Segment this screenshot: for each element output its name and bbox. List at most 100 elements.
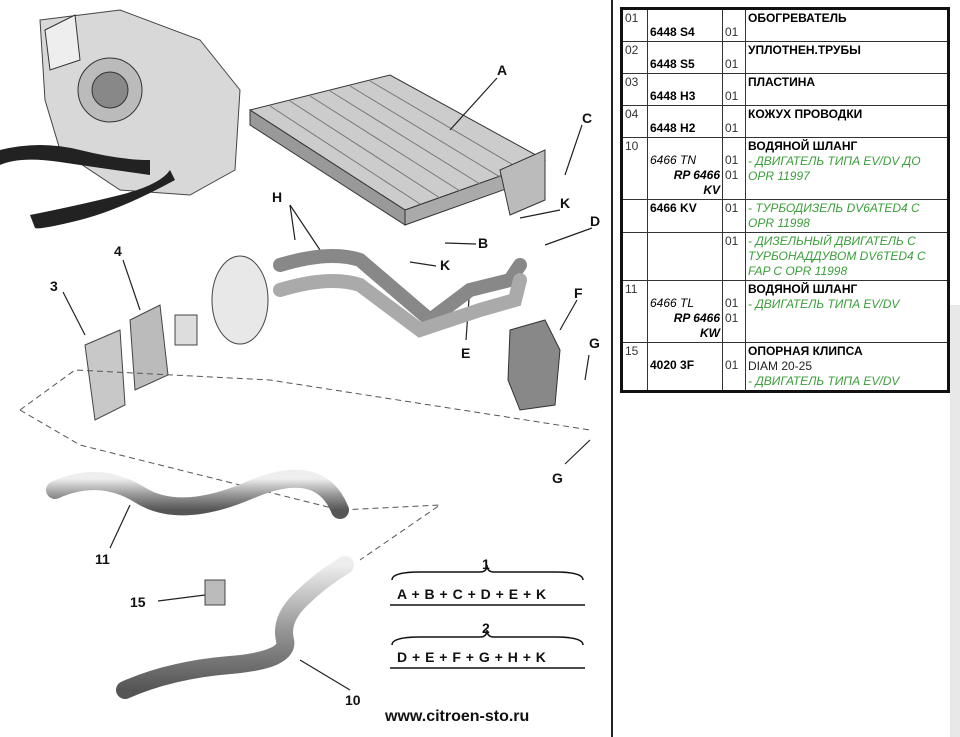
row-index-text: 10 [625,139,639,153]
part-code-text: 6448 H3 [650,89,696,103]
quantity: 01 [722,8,746,42]
formula-set-2: D + E + F + G + H + K [397,649,547,665]
part-title: ВОДЯНОЙ ШЛАНГ [748,139,858,153]
part-note: - ДВИГАТЕЛЬ ТИПА EV/DV ДО OPR 11997 [748,154,921,183]
part-title: ОБОГРЕВАТЕЛЬ [748,11,847,25]
part-note: - ДВИГАТЕЛЬ ТИПА EV/DV [748,374,900,388]
part-description: - ДИЗЕЛЬНЫЙ ДВИГАТЕЛЬ С ТУРБОНАДДУВОМ DV… [745,232,949,281]
row-index: 02 [621,41,648,74]
label-g-top: G [589,335,600,351]
quantity-text: 01 [725,25,739,39]
quantity-text: 01 [725,311,739,325]
part-code-text: 6448 H2 [650,121,696,135]
part-code-text: KV [703,183,720,197]
part-code-text: RP 6466 [673,168,720,182]
parts-row[interactable]: 6466 KV 01 - ТУРБОДИЗЕЛЬ DV6ATED4 С OPR 11… [621,199,949,233]
part-code-text: 4020 3F [650,358,695,372]
row-index-text: 01 [625,11,639,25]
part-description: УПЛОТНЕН.ТРУБЫ [745,41,949,74]
row-index: 03 [621,73,648,106]
row-index: 10 [621,137,648,200]
quantity-text: 01 [725,89,739,103]
parts-row[interactable]: 04 6448 H2 01 КОЖУХ ПРОВОДКИ [621,105,949,138]
part-title: ВОДЯНОЙ ШЛАНГ [748,282,858,296]
quantity: 01 [722,41,746,74]
quantity-text: 01 [725,234,739,248]
exploded-diagram: A C K D B K H F G G E 3 4 11 15 10 1 2 A… [0,0,613,737]
part-note: DIAM 20-25 [748,359,813,373]
label-4: 4 [114,243,122,259]
row-index: 04 [621,105,648,138]
row-index-text: 04 [625,107,639,121]
label-k-mid: K [440,257,451,273]
label-3: 3 [50,278,58,294]
label-set-1: 1 [482,556,490,572]
part-code: 6448 S4 [647,8,723,42]
part-description: КОЖУХ ПРОВОДКИ [745,105,949,138]
formula-set-1: A + B + C + D + E + K [397,586,547,602]
heater-core [248,74,547,226]
label-f: F [574,285,583,301]
quantity: 01 [722,105,746,138]
row-index: 11 [621,280,648,343]
part-code-text: 6448 S4 [650,25,695,39]
part-note: - ТУРБОДИЗЕЛЬ DV6ATED4 С OPR 11998 [748,201,920,230]
label-10: 10 [345,692,361,708]
source-url: www.citroen-sto.ru [385,708,530,725]
parts-row[interactable]: 02 6448 S5 01 УПЛОТНЕН.ТРУБЫ [621,41,949,74]
part-title: ПЛАСТИНА [748,75,816,89]
quantity-text: 01 [725,153,739,167]
quantity: 01 [722,199,746,233]
row-index: 01 [621,8,648,42]
label-h: H [272,189,283,205]
quantity: 01 [722,232,746,281]
part-note: - ДВИГАТЕЛЬ ТИПА EV/DV [748,297,900,311]
label-g-bottom: G [552,470,563,486]
quantity-text: 01 [725,57,739,71]
row-index: 15 [621,342,648,392]
row-index-text: 03 [625,75,639,89]
quantity: 01 [722,73,746,106]
part-code: 4020 3F [647,342,723,392]
row-index-text: 02 [625,43,639,57]
row-index-text: 15 [625,344,639,358]
part-code-text: 6466 KV [650,201,697,215]
quantity-text: 01 [725,358,739,372]
parts-row[interactable]: 01 - ДИЗЕЛЬНЫЙ ДВИГАТЕЛЬ С ТУРБОНАДДУВОМ … [621,232,949,281]
hvac-unit [0,9,241,229]
row-index [621,232,648,281]
label-c: C [582,110,593,126]
part-description: - ТУРБОДИЗЕЛЬ DV6ATED4 С OPR 11998 [745,199,949,233]
part-code: 6448 S5 [647,41,723,74]
quantity-text: 01 [725,296,739,310]
part-code-text: 6448 S5 [650,57,695,71]
label-k-top: K [560,195,571,211]
part-code: 6466 KV [647,199,723,233]
part-code-text: KW [700,326,720,340]
part-description: ВОДЯНОЙ ШЛАНГ- ДВИГАТЕЛЬ ТИПА EV/DV [745,280,949,343]
part-title: КОЖУХ ПРОВОДКИ [748,107,863,121]
label-b: B [478,235,489,251]
parts-row[interactable]: 01 6448 S4 01 ОБОГРЕВАТЕЛЬ [621,8,949,42]
part-code: 6448 H3 [647,73,723,106]
quantity-text: 01 [725,121,739,135]
row-index-text: 11 [625,282,638,296]
part-note: - ДИЗЕЛЬНЫЙ ДВИГАТЕЛЬ С ТУРБОНАДДУВОМ DV… [748,234,926,278]
quantity-text: 01 [725,168,739,182]
quantity: 01 [722,342,746,392]
scrollbar[interactable] [950,305,960,737]
label-a: A [497,62,508,78]
quantity-text: 01 [725,201,739,215]
label-e: E [461,345,471,361]
parts-row[interactable]: 03 6448 H3 01 ПЛАСТИНА [621,73,949,106]
part-title: УПЛОТНЕН.ТРУБЫ [748,43,861,57]
part-description: ПЛАСТИНА [745,73,949,106]
row-index [621,199,648,233]
